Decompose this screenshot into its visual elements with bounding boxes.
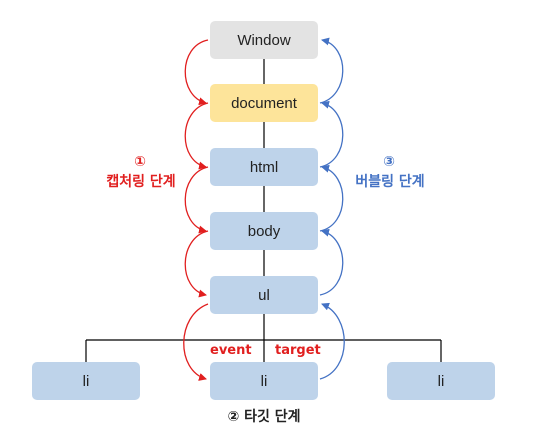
capture-phase-number: ① [134,154,146,170]
capture-arrow-body-ul [184,230,209,298]
capture-arrow-ul-li [183,303,209,381]
node-li-right: li [387,362,495,400]
bubble-arrow-document-window [319,37,344,104]
node-window: Window [210,21,318,59]
capture-arrow-html-body [184,166,209,234]
node-li-left: li [32,362,140,400]
node-document: document [210,84,318,122]
node-body: body [210,212,318,250]
bubble-phase-number: ③ [383,154,395,170]
bubble-arrow-li-ul [319,302,345,380]
capture-arrow-window-document [184,39,209,106]
bubble-arrow-html-document [319,100,344,168]
node-li-target: li [210,362,318,400]
target-label: target [275,343,321,358]
bubble-arrow-ul-body [319,228,344,296]
bubble-phase-label: 버블링 단계 [355,174,425,190]
capture-phase-label: 캡처링 단계 [106,174,176,190]
target-phase-label: ② 타깃 단계 [227,409,301,425]
node-ul: ul [210,276,318,314]
capture-arrow-document-html [184,102,209,170]
bubble-arrow-body-html [319,164,344,232]
node-html: html [210,148,318,186]
event-label: event [210,343,252,358]
